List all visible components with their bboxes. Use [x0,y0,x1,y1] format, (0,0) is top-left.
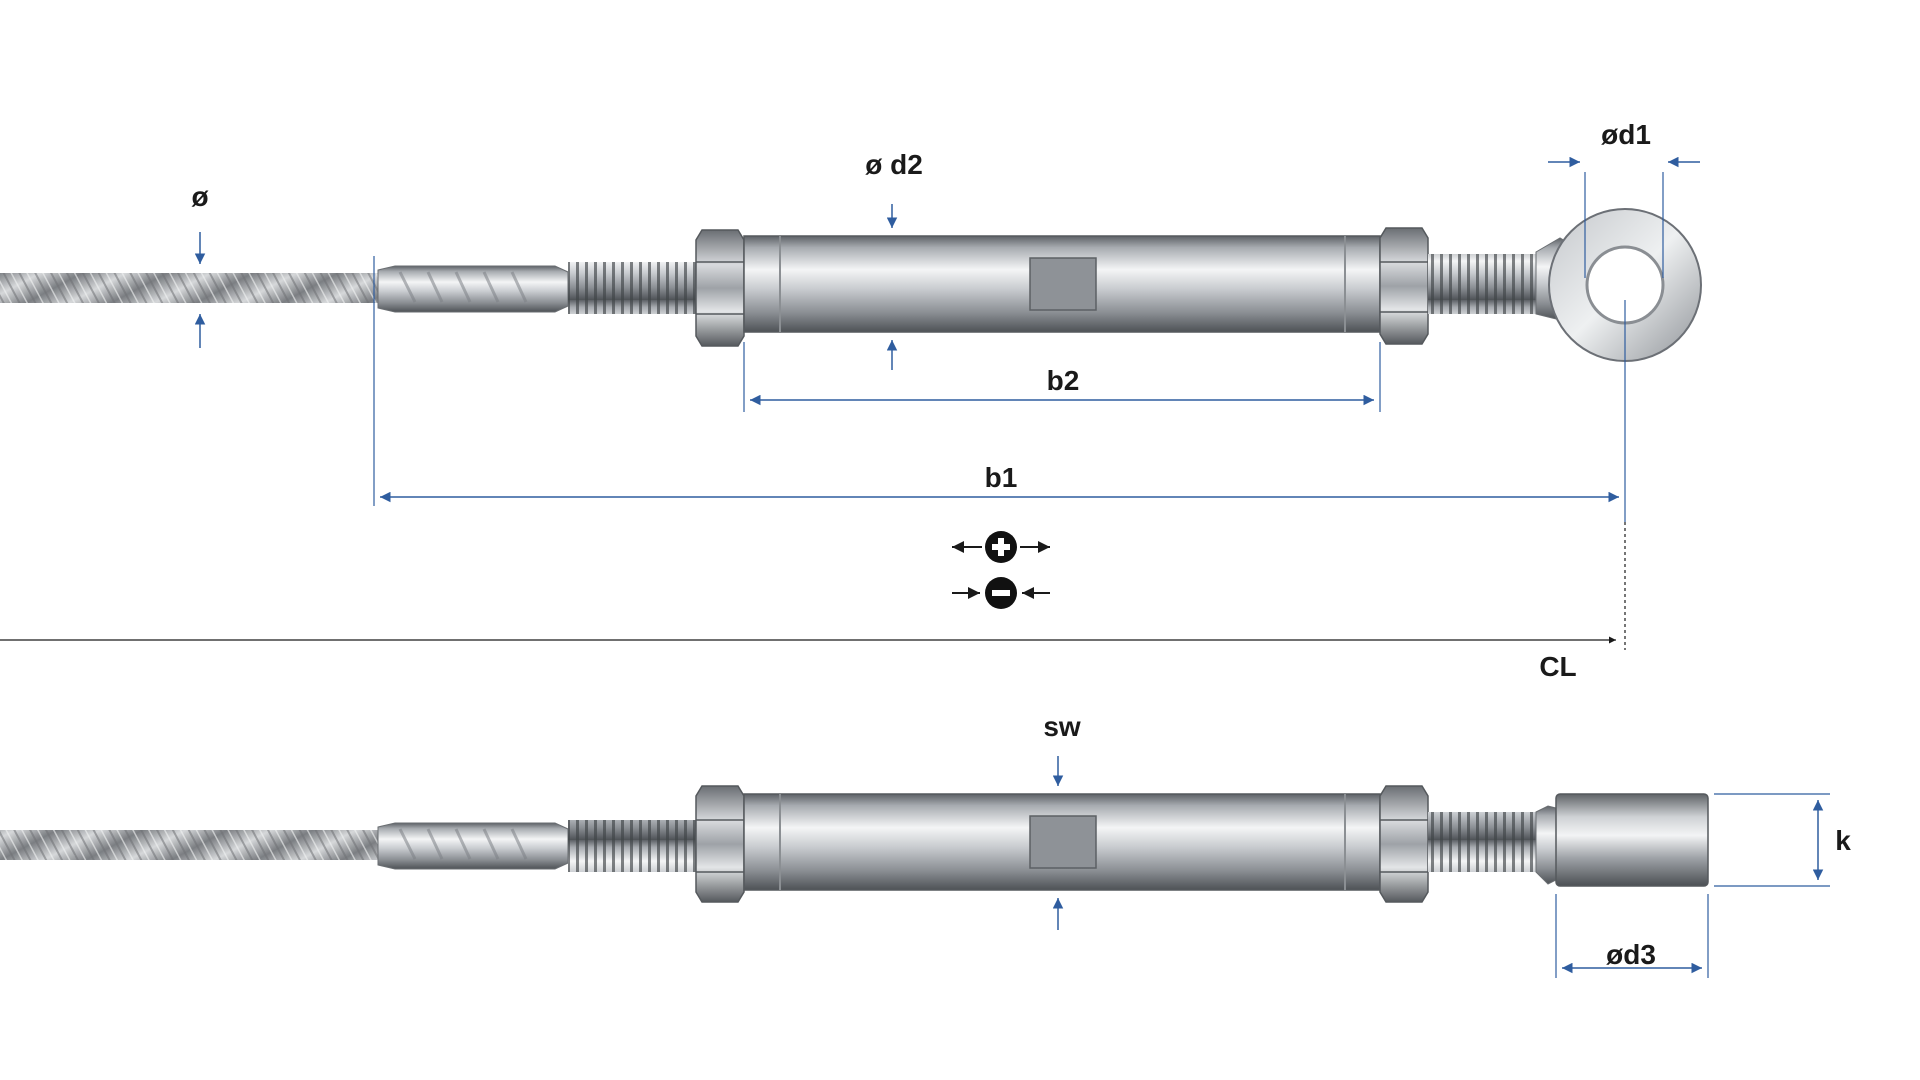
body-length-label: b2 [1047,365,1080,396]
turnbuckle-top-view [0,208,1702,362]
eye-thickness-label: k [1835,825,1851,856]
swage-sleeve [377,822,569,870]
eye-neck [1535,805,1557,885]
right-threaded-rod [1428,254,1536,314]
eye-outer-diameter-label: ød3 [1606,939,1656,970]
crimp-marks [398,828,528,860]
tighten-symbol [952,531,1050,563]
swage-sleeve [377,265,569,313]
wrench-size-label: sw [1043,711,1081,742]
eye-side-cylinder [1555,793,1709,887]
left-threaded-rod [568,820,698,872]
right-threaded-rod [1428,812,1536,872]
overall-length-label: b1 [985,462,1018,493]
left-lock-nut [695,229,745,347]
wire-cable [0,273,378,303]
right-lock-nut [1379,785,1429,903]
right-lock-nut [1379,227,1429,345]
centerline-label: CL [1539,651,1576,682]
left-lock-nut [695,785,745,903]
left-threaded-rod [568,262,698,314]
loosen-symbol [952,577,1050,609]
turnbuckle-side-view [0,785,1709,903]
cable-diameter-label: ø [191,181,208,212]
wire-cable [0,830,378,860]
plus-circle-icon [985,531,1017,563]
minus-circle-icon [985,577,1017,609]
eye-inner-diameter-label: ød1 [1601,119,1651,150]
dimension-lines [0,156,1830,978]
body-inspection-window [1029,257,1097,311]
crimp-marks [398,271,528,303]
body-diameter-label: ø d2 [865,149,923,180]
body-inspection-window [1029,815,1097,869]
